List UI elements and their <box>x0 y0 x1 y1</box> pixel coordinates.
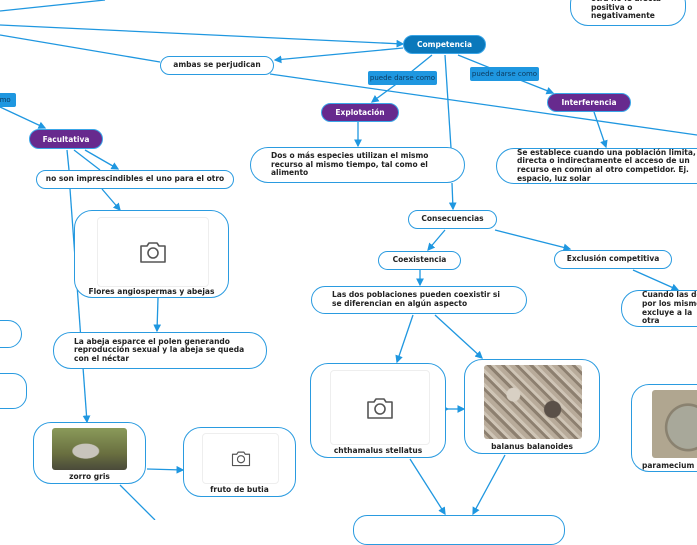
node-no-son-imprescindibles[interactable]: no son imprescindibles el uno para el ot… <box>36 170 234 189</box>
node-caption: balanus balanoides <box>491 442 573 451</box>
fox-photo <box>52 428 127 470</box>
node-text: Competencia <box>416 40 473 49</box>
camera-icon <box>367 397 393 419</box>
node-caption: chthamalus stellatus <box>333 446 423 455</box>
node-text: Exclusión competitiva <box>566 254 660 264</box>
node-caption: zorro gris <box>69 472 110 481</box>
node-balanus[interactable]: balanus balanoides <box>464 359 600 454</box>
node-coexistencia[interactable]: Coexistencia <box>378 251 461 270</box>
node-no-afecta[interactable]: otra no le afecta positiva o negativamen… <box>570 0 686 26</box>
barnacle-photo <box>484 365 582 439</box>
node-zorro-gris[interactable]: zorro gris <box>33 422 146 484</box>
node-cuando-las-dos[interactable]: Cuando las dos por los mismos excluye a … <box>621 290 697 327</box>
node-text: ambas se perjudican <box>173 60 261 70</box>
image-placeholder <box>97 217 209 287</box>
node-text: Coexistencia <box>392 255 447 265</box>
node-fruto-de-butia[interactable]: fruto de butia <box>183 427 296 497</box>
node-text: Explotación <box>335 108 385 117</box>
node-chthamalus[interactable]: chthamalus stellatus <box>310 363 446 458</box>
label-text: omo <box>0 96 11 104</box>
node-text: otra no le afecta positiva o negativamen… <box>591 0 661 21</box>
node-caption: fruto de butia <box>210 485 269 494</box>
node-facultativa[interactable]: Facultativa <box>29 129 103 149</box>
camera-icon <box>231 451 250 467</box>
node-explotacion[interactable]: Explotación <box>321 103 399 122</box>
label-text: puede darse como <box>369 74 436 82</box>
node-interferencia[interactable]: Interferencia <box>547 93 631 112</box>
connector-lines <box>0 0 697 520</box>
node-text: La abeja esparce el polen generando repr… <box>74 336 245 363</box>
camera-icon <box>140 242 166 263</box>
node-text: Facultativa <box>42 134 90 144</box>
node-consecuencias[interactable]: Consecuencias <box>408 210 497 229</box>
node-caption: paramecium <box>642 461 695 470</box>
node-caption: Flores angiospermas y abejas <box>88 287 215 296</box>
node-la-abeja-esparce[interactable]: La abeja esparce el polen generando repr… <box>53 332 267 369</box>
node-flores-abejas[interactable]: Flores angiospermas y abejas <box>74 210 229 298</box>
node-text: Cuando las dos por los mismos excluye a … <box>642 290 697 326</box>
node-ambas-se-perjudican[interactable]: ambas se perjudican <box>160 56 274 75</box>
link-label-puede-darse-como: puede darse como <box>470 67 539 81</box>
node-se-establece[interactable]: Se establece cuando una población limita… <box>496 148 697 184</box>
node-text: Se establece cuando una población limita… <box>517 147 696 183</box>
node-exclusion-competitiva[interactable]: Exclusión competitiva <box>554 250 672 269</box>
node-las-dos-poblaciones[interactable]: Las dos poblaciones pueden coexistir si … <box>311 286 527 314</box>
image-placeholder <box>202 433 279 484</box>
node-text: Interferencia <box>561 98 617 107</box>
node-paramecium[interactable]: paramecium <box>631 384 697 472</box>
node-text: no son imprescindibles el uno para el ot… <box>45 174 225 184</box>
node-left-2[interactable] <box>0 373 27 409</box>
node-text: Dos o más especies utilizan el mismo rec… <box>271 151 429 178</box>
node-left-1[interactable] <box>0 320 22 348</box>
node-text: Las dos poblaciones pueden coexistir si … <box>332 290 500 308</box>
node-text: Consecuencias <box>421 214 484 224</box>
node-dos-o-mas-especies[interactable]: Dos o más especies utilizan el mismo rec… <box>250 147 465 183</box>
link-label-puede-darse-como: puede darse como <box>368 71 437 85</box>
label-text: puede darse como <box>471 70 538 78</box>
node-competencia[interactable]: Competencia <box>403 35 486 54</box>
link-label-como: omo <box>0 93 16 107</box>
image-placeholder <box>330 370 430 445</box>
paramecium-photo <box>652 390 697 458</box>
